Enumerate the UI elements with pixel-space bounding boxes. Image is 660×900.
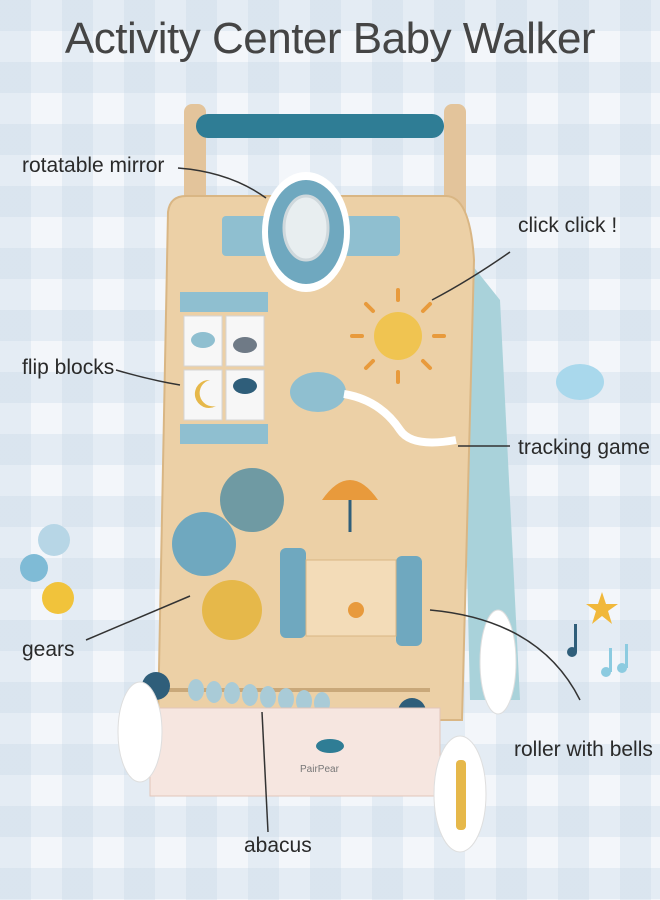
flip-block-4 (225, 369, 265, 421)
tracking-cloud-icon (290, 372, 346, 412)
mirror-bracket-right (344, 216, 400, 256)
wheel-front-left (117, 681, 163, 783)
callout-lines (85, 167, 581, 833)
gear-icon-grey (220, 468, 284, 532)
cloud-decoration-icon (556, 364, 604, 400)
label-rotatable-mirror: rotatable mirror (22, 154, 165, 177)
cloud-icon (191, 332, 215, 348)
roller-bell (348, 602, 364, 618)
label-gears: gears (22, 638, 75, 661)
flip-blocks-bottom-bar (180, 424, 268, 444)
side-panel (460, 250, 520, 700)
label-abacus: abacus (244, 834, 312, 857)
label-roller-with-bells: roller with bells (514, 738, 653, 761)
flip-blocks-top-bar (180, 292, 268, 312)
umbrella-icon (322, 480, 378, 500)
flip-block-3 (183, 369, 223, 421)
gear-icon-blue (172, 512, 236, 576)
gear-decoration-teal-icon (20, 554, 48, 582)
fish-icon (316, 739, 344, 753)
label-flip-blocks: flip blocks (22, 356, 115, 379)
sun-icon (350, 288, 446, 384)
page-title: Activity Center Baby Walker (64, 14, 596, 63)
handle-bar (196, 114, 444, 138)
music-notes-icon (601, 644, 628, 677)
cloud-moon-icon (233, 337, 257, 353)
wheel-hub (456, 760, 466, 830)
moon-icon (194, 379, 216, 408)
label-click-click: click click ! (518, 214, 618, 237)
roller-cap-left (280, 548, 306, 638)
abacus-beads (188, 679, 330, 714)
moon-decoration-icon (51, 284, 80, 326)
star-icon (586, 592, 618, 624)
wheel-back-right (479, 609, 517, 715)
music-note-icon (567, 624, 577, 657)
roller-cap-right (396, 556, 422, 646)
roller-cage (305, 559, 397, 637)
mirror-glass (282, 194, 330, 262)
base-panel (149, 707, 441, 797)
tracking-track (343, 390, 457, 447)
brand-logo: PairPear (300, 764, 340, 775)
gear-decoration-yellow-icon (42, 582, 74, 614)
gear-icon-yellow (202, 580, 262, 640)
rain-cloud-icon (233, 378, 257, 394)
label-tracking-game: tracking game (518, 436, 650, 459)
gear-decoration-blue-icon (38, 524, 70, 556)
